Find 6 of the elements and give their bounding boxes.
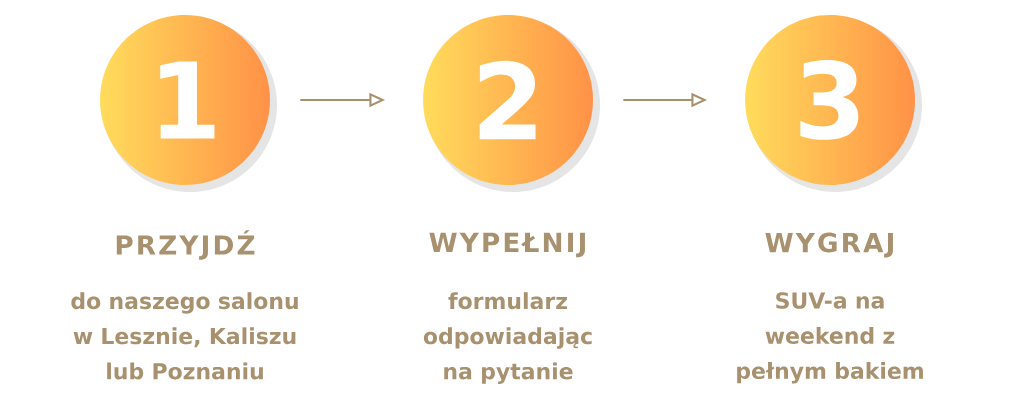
step-description: formularz odpowiadając na pytanie [423, 292, 592, 384]
step-heading: WYGRAJ [765, 232, 893, 258]
step-description: do naszego salonu w Lesznie, Kaliszu lub Poznaniu [71, 292, 298, 380]
step-description: SUV-a na weekend z pełnym bakiem [737, 292, 923, 384]
step-heading: PRZYJDŹ [116, 230, 255, 260]
step-heading: WYPEŁNIJ [429, 232, 585, 258]
